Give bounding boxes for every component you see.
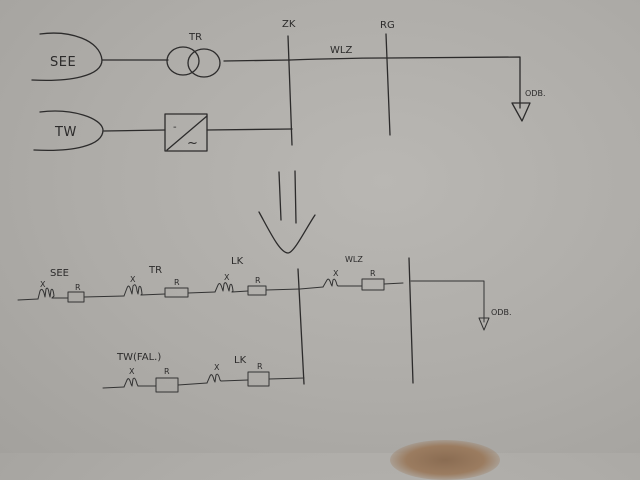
inductor-see-x-label: X: [40, 280, 46, 289]
load-odb-label: ODB.: [525, 89, 546, 98]
resistor-see-r-label: R: [75, 283, 81, 292]
inductor-lk2-x-label: X: [214, 363, 220, 372]
wire-to-odb: [410, 280, 485, 323]
converter-dc-symbol: -: [173, 122, 177, 133]
resistor-lk2-r: [247, 371, 270, 387]
bus-rg-label: RG: [380, 20, 395, 31]
resistor-lk-r-label: R: [255, 276, 261, 285]
wire-converter-zk: [206, 128, 293, 131]
group-tw-fal-label: TW(FAL.): [116, 352, 161, 363]
diagram-canvas: SEE TR TW - ~ ZK WLZ RG ODB.: [17, 19, 546, 393]
inductor-wlz-x: [322, 278, 339, 288]
group-see-label: SEE: [50, 268, 69, 279]
wlz-wire: [299, 282, 404, 290]
converter-box: [164, 113, 208, 152]
transformer-coil-1: [166, 46, 200, 76]
inductor-lk-x-label: X: [224, 273, 230, 282]
bus-zk: [287, 35, 293, 146]
load-odb-equivalent-label: ODB.: [491, 308, 512, 317]
bus-rg: [385, 33, 391, 136]
inductor-lk2-x: [206, 373, 222, 384]
resistor-lk-r: [247, 285, 267, 296]
group-tr-label: TR: [148, 265, 162, 276]
bus-zk-equivalent: [297, 268, 305, 385]
resistor-tr-r: [164, 287, 189, 298]
transformer-coil-2: [187, 48, 221, 78]
resistor-wlz-r-label: R: [370, 269, 376, 278]
top-schematic: SEE TR TW - ~ ZK WLZ RG ODB.: [31, 19, 546, 152]
inductor-tr-x-label: X: [130, 275, 136, 284]
bus-zk-label: ZK: [282, 19, 296, 30]
group-lk-label: LK: [231, 256, 244, 267]
transformer-label: TR: [188, 32, 202, 43]
inductor-lk-x: [214, 282, 234, 293]
source-see-label: SEE: [50, 55, 76, 70]
converter-diagonal: [166, 115, 208, 151]
source-tw-label: TW: [54, 125, 77, 140]
resistor-lk2-r-label: R: [257, 362, 263, 371]
resistor-tr-r-label: R: [174, 278, 180, 287]
inductor-see-x: [37, 287, 55, 300]
wire-tw-converter: [103, 129, 166, 132]
inductor-tr-x: [123, 284, 143, 297]
inductor-tw-x: [123, 377, 139, 388]
load-odb-triangle-equivalent: [478, 317, 490, 331]
group-wlz-label: WLZ: [345, 255, 363, 264]
resistor-tw-r: [155, 377, 179, 393]
arrow-shaft-left: [278, 171, 282, 221]
arrow-head: [258, 211, 316, 254]
inductor-wlz-x-label: X: [333, 269, 339, 278]
resistor-wlz-r: [361, 278, 385, 291]
branch-1-wire: [17, 288, 301, 301]
converter-ac-symbol: ~: [187, 136, 198, 151]
arrow-shaft-right: [294, 170, 297, 224]
resistor-tw-r-label: R: [164, 367, 170, 376]
branch-2-wire: [102, 377, 305, 389]
bus-rg-equivalent: [408, 257, 414, 384]
line-wlz-label: WLZ: [330, 45, 352, 56]
line-wlz: [289, 56, 521, 109]
bottom-schematic: X R SEE X R TR X R LK X R TW(FAL.) X: [17, 255, 512, 393]
wire-tr-zk: [223, 59, 291, 62]
load-odb-triangle: [511, 102, 531, 122]
inductor-tw-x-label: X: [129, 367, 135, 376]
finger-shadow: [390, 440, 500, 480]
transform-arrow: [258, 170, 316, 254]
group-lk2-label: LK: [234, 355, 247, 366]
source-tw-shape: [33, 110, 104, 152]
resistor-see-r: [67, 291, 85, 303]
